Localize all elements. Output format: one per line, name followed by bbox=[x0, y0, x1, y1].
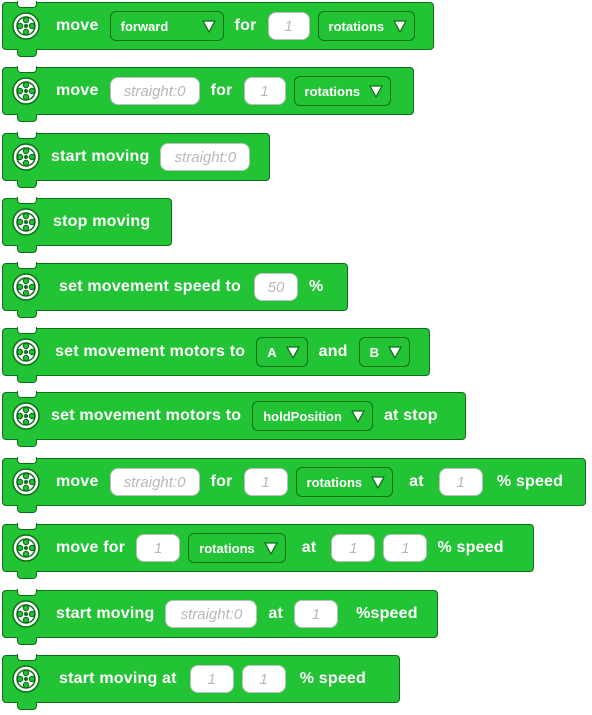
motor-pair-icon bbox=[12, 12, 40, 40]
unit-dropdown[interactable]: rotations bbox=[188, 533, 286, 563]
move-for-speed-block[interactable]: move for 1 rotations at 1 1 % speed bbox=[2, 523, 534, 579]
speed-input[interactable]: 1 bbox=[438, 468, 483, 496]
motor-right-dropdown-value: B bbox=[369, 344, 380, 360]
motor-pair-icon bbox=[12, 402, 40, 430]
block-label-percent: % bbox=[309, 278, 324, 295]
speed-input[interactable]: 1 bbox=[294, 600, 339, 628]
block-label-percent-speed: % speed bbox=[437, 539, 504, 556]
amount-input[interactable]: 1 bbox=[136, 534, 181, 562]
amount-input[interactable]: 1 bbox=[243, 468, 288, 496]
stop-action-dropdown[interactable]: holdPosition bbox=[252, 401, 373, 431]
motor-pair-icon bbox=[12, 208, 40, 236]
direction-dropdown[interactable]: forward bbox=[109, 11, 224, 41]
block-label-set-speed: set movement speed to bbox=[59, 278, 242, 295]
block-label-start-moving-at: start moving at bbox=[59, 670, 177, 687]
block-label-start-moving: start moving bbox=[56, 605, 155, 622]
block-label-and: and bbox=[318, 343, 348, 360]
block-label-at: at bbox=[268, 605, 284, 622]
unit-dropdown[interactable]: rotations bbox=[295, 467, 394, 497]
block-label-start-moving: start moving bbox=[51, 148, 150, 165]
move-steer-for-speed-block[interactable]: move straight:0 for 1 rotations at 1 % s… bbox=[2, 457, 586, 513]
motor-pair-icon bbox=[12, 273, 40, 301]
block-label-move: move bbox=[56, 473, 99, 490]
block-label-move-for: move for bbox=[56, 539, 126, 556]
triangle-down-icon bbox=[264, 542, 278, 555]
motor-pair-icon bbox=[12, 534, 40, 562]
block-label-at-stop: at stop bbox=[383, 407, 438, 424]
block-label-at: at bbox=[301, 539, 317, 556]
triangle-down-icon bbox=[201, 20, 216, 33]
block-label-for: for bbox=[234, 17, 257, 34]
block-label-set-motors: set movement motors to bbox=[51, 407, 242, 424]
triangle-down-icon bbox=[369, 85, 383, 98]
left-speed-input[interactable]: 1 bbox=[189, 665, 234, 693]
motor-pair-icon bbox=[12, 600, 40, 628]
unit-dropdown[interactable]: rotations bbox=[317, 11, 416, 41]
steering-input[interactable]: straight:0 bbox=[160, 143, 251, 171]
unit-dropdown-value: rotations bbox=[328, 18, 385, 34]
block-label-set-motors: set movement motors to bbox=[55, 343, 246, 360]
block-label-for: for bbox=[210, 82, 233, 99]
block-label-stop-moving: stop moving bbox=[53, 213, 151, 230]
motor-left-dropdown-value: A bbox=[267, 344, 277, 360]
block-label-percent-speed: % speed bbox=[496, 473, 564, 490]
start-moving-at-speed-block[interactable]: start moving at 1 1 % speed bbox=[2, 654, 400, 710]
stop-moving-block[interactable]: stop moving bbox=[2, 197, 172, 253]
triangle-down-icon bbox=[371, 476, 385, 489]
block-label-at: at bbox=[409, 473, 424, 490]
stop-action-dropdown-value: holdPosition bbox=[263, 408, 342, 424]
start-moving-steer-block[interactable]: start moving straight:0 bbox=[2, 132, 270, 188]
motor-pair-icon bbox=[12, 77, 40, 105]
motor-right-dropdown[interactable]: B bbox=[358, 337, 411, 367]
amount-input[interactable]: 1 bbox=[243, 77, 286, 105]
move-steer-for-block[interactable]: move straight:0 for 1 rotations bbox=[2, 66, 414, 122]
speed-input[interactable]: 50 bbox=[254, 273, 299, 301]
block-label-move: move bbox=[56, 17, 99, 34]
block-label-percent-speed: %speed bbox=[356, 605, 418, 622]
start-moving-steer-speed-block[interactable]: start moving straight:0 at 1 %speed bbox=[2, 589, 438, 645]
motor-pair-icon bbox=[12, 468, 40, 496]
block-label-move: move bbox=[56, 82, 99, 99]
triangle-down-icon bbox=[285, 346, 300, 359]
steering-input[interactable]: straight:0 bbox=[109, 77, 200, 105]
motor-pair-icon bbox=[12, 665, 40, 693]
unit-dropdown-value: rotations bbox=[306, 474, 363, 490]
triangle-down-icon bbox=[388, 346, 402, 359]
move-direction-for-block[interactable]: move forward for 1 rotations bbox=[2, 1, 434, 57]
unit-dropdown-value: rotations bbox=[304, 83, 361, 99]
amount-input[interactable]: 1 bbox=[267, 12, 310, 40]
block-label-for: for bbox=[210, 473, 233, 490]
triangle-down-icon bbox=[351, 410, 365, 423]
triangle-down-icon bbox=[393, 20, 407, 33]
steering-input[interactable]: straight:0 bbox=[165, 600, 258, 628]
left-speed-input[interactable]: 1 bbox=[331, 534, 376, 562]
right-speed-input[interactable]: 1 bbox=[241, 665, 286, 693]
steering-input[interactable]: straight:0 bbox=[109, 468, 200, 496]
set-motors-stop-action-block[interactable]: set movement motors to holdPosition at s… bbox=[2, 391, 466, 447]
set-movement-speed-block[interactable]: set movement speed to 50 % bbox=[2, 262, 348, 318]
block-label-percent-speed: % speed bbox=[299, 670, 367, 687]
right-speed-input[interactable]: 1 bbox=[383, 534, 428, 562]
set-movement-motors-block[interactable]: set movement motors to A and B bbox=[2, 327, 430, 383]
motor-left-dropdown[interactable]: A bbox=[256, 337, 308, 367]
motor-pair-icon bbox=[12, 143, 40, 171]
unit-dropdown-value: rotations bbox=[199, 540, 255, 556]
motor-pair-icon bbox=[12, 338, 40, 366]
direction-dropdown-value: forward bbox=[120, 18, 169, 34]
unit-dropdown[interactable]: rotations bbox=[293, 76, 392, 106]
